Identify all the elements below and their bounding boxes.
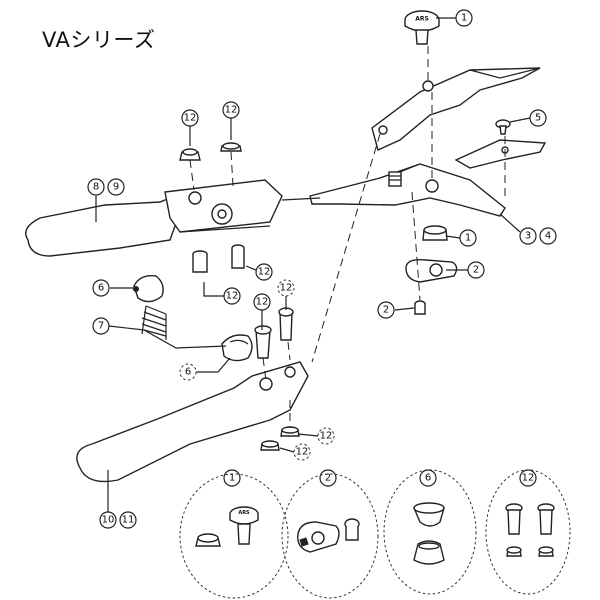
anvil-plate: [454, 139, 547, 169]
brand-mark-text: ARS: [415, 16, 429, 23]
callout-10: 10: [99, 511, 117, 529]
callout-12-b: 12: [222, 101, 240, 119]
callout-9: 9: [107, 178, 125, 196]
callout-12-h-label: 12: [296, 447, 309, 458]
callout-2-left: 2: [377, 301, 395, 319]
callout-2-right-label: 2: [473, 265, 479, 276]
callout-5: 5: [529, 109, 547, 127]
callout-4-label: 4: [545, 231, 551, 242]
detail-panel-6: [383, 469, 477, 595]
callout-12-c-label: 12: [258, 267, 271, 278]
callout-12-d-label: 12: [226, 291, 239, 302]
screw-part-5: [495, 119, 511, 135]
callout-9-label: 9: [113, 182, 119, 193]
callout-7-label: 7: [98, 321, 104, 332]
callout-8-label: 8: [93, 182, 99, 193]
nut-12-a: [179, 148, 201, 161]
spring-cap-upper: [133, 275, 164, 303]
spring-nut: [388, 171, 402, 187]
callout-2-right: 2: [467, 261, 485, 279]
callout-6-left: 6: [92, 279, 110, 297]
callout-1-mid-label: 1: [465, 233, 471, 244]
callout-1-top-label: 1: [461, 13, 467, 24]
callout-12-a-label: 12: [184, 113, 197, 124]
callout-1-mid: 1: [459, 229, 477, 247]
callout-6-dashed-label: 6: [185, 367, 191, 378]
detail-callout-2-label: 2: [325, 473, 331, 484]
callout-11-label: 11: [122, 515, 135, 526]
nut-12-b: [220, 142, 242, 152]
detail-brand-mark: ARS: [238, 510, 250, 516]
callout-3-label: 3: [525, 231, 531, 242]
callout-12-b-label: 12: [225, 105, 238, 116]
callout-11: 11: [119, 511, 137, 529]
detail-panel-1: ARS: [179, 473, 289, 599]
brand-knob-part-1: ARS: [404, 10, 440, 45]
lower-handle: [76, 361, 309, 483]
bolt-right: [231, 244, 245, 269]
screw-part-2: [414, 300, 426, 315]
callout-12-g-label: 12: [320, 431, 333, 442]
callout-6-left-label: 6: [98, 283, 104, 294]
detail-callout-1: 1: [223, 469, 241, 487]
spring-cap-lower: [221, 334, 253, 362]
callout-10-label: 10: [102, 515, 115, 526]
callout-1-top: 1: [455, 9, 473, 27]
nut-part-1: [422, 225, 448, 241]
detail-panel-12: [485, 469, 571, 595]
assembly-lines: [189, 46, 506, 428]
callout-12-f: 12: [277, 279, 295, 297]
washer-part-2: [405, 258, 458, 283]
callout-7: 7: [92, 317, 110, 335]
diagram-title: VAシリーズ: [42, 28, 156, 52]
nut-12-d: [260, 440, 280, 451]
callouts: 1 5 12 12 8 9 1 3 4 2 12 6 12 2 7 12 12 …: [87, 9, 557, 529]
callout-2-left-label: 2: [383, 305, 389, 316]
callout-4: 4: [539, 227, 557, 245]
detail-callout-1-label: 1: [229, 473, 235, 484]
callout-12-c: 12: [255, 263, 273, 281]
callout-12-h: 12: [293, 443, 311, 461]
callout-5-label: 5: [535, 113, 541, 124]
detail-callout-12: 12: [519, 469, 537, 487]
callout-8: 8: [87, 178, 105, 196]
bolt-left: [192, 250, 208, 273]
nut-12-c: [280, 426, 300, 437]
detail-callout-2: 2: [319, 469, 337, 487]
upper-blade: [371, 67, 541, 151]
callout-12-g: 12: [317, 427, 335, 445]
callout-12-f-label: 12: [280, 283, 293, 294]
callout-12-e: 12: [253, 293, 271, 311]
detail-callout-12-label: 12: [522, 473, 535, 484]
callout-12-e-label: 12: [256, 297, 269, 308]
detail-callout-6-label: 6: [425, 473, 431, 484]
callout-12-d: 12: [223, 287, 241, 305]
coil-spring: [141, 305, 167, 340]
callout-6-dashed: 6: [179, 363, 197, 381]
detail-panel-2: [281, 473, 379, 599]
lower-blade: [309, 163, 506, 217]
upper-handle: [25, 179, 321, 257]
bolt-pair-lower: [254, 307, 294, 359]
callout-12-a: 12: [181, 109, 199, 127]
callout-3: 3: [519, 227, 537, 245]
leader-lines: [95, 17, 531, 512]
detail-callout-6: 6: [419, 469, 437, 487]
